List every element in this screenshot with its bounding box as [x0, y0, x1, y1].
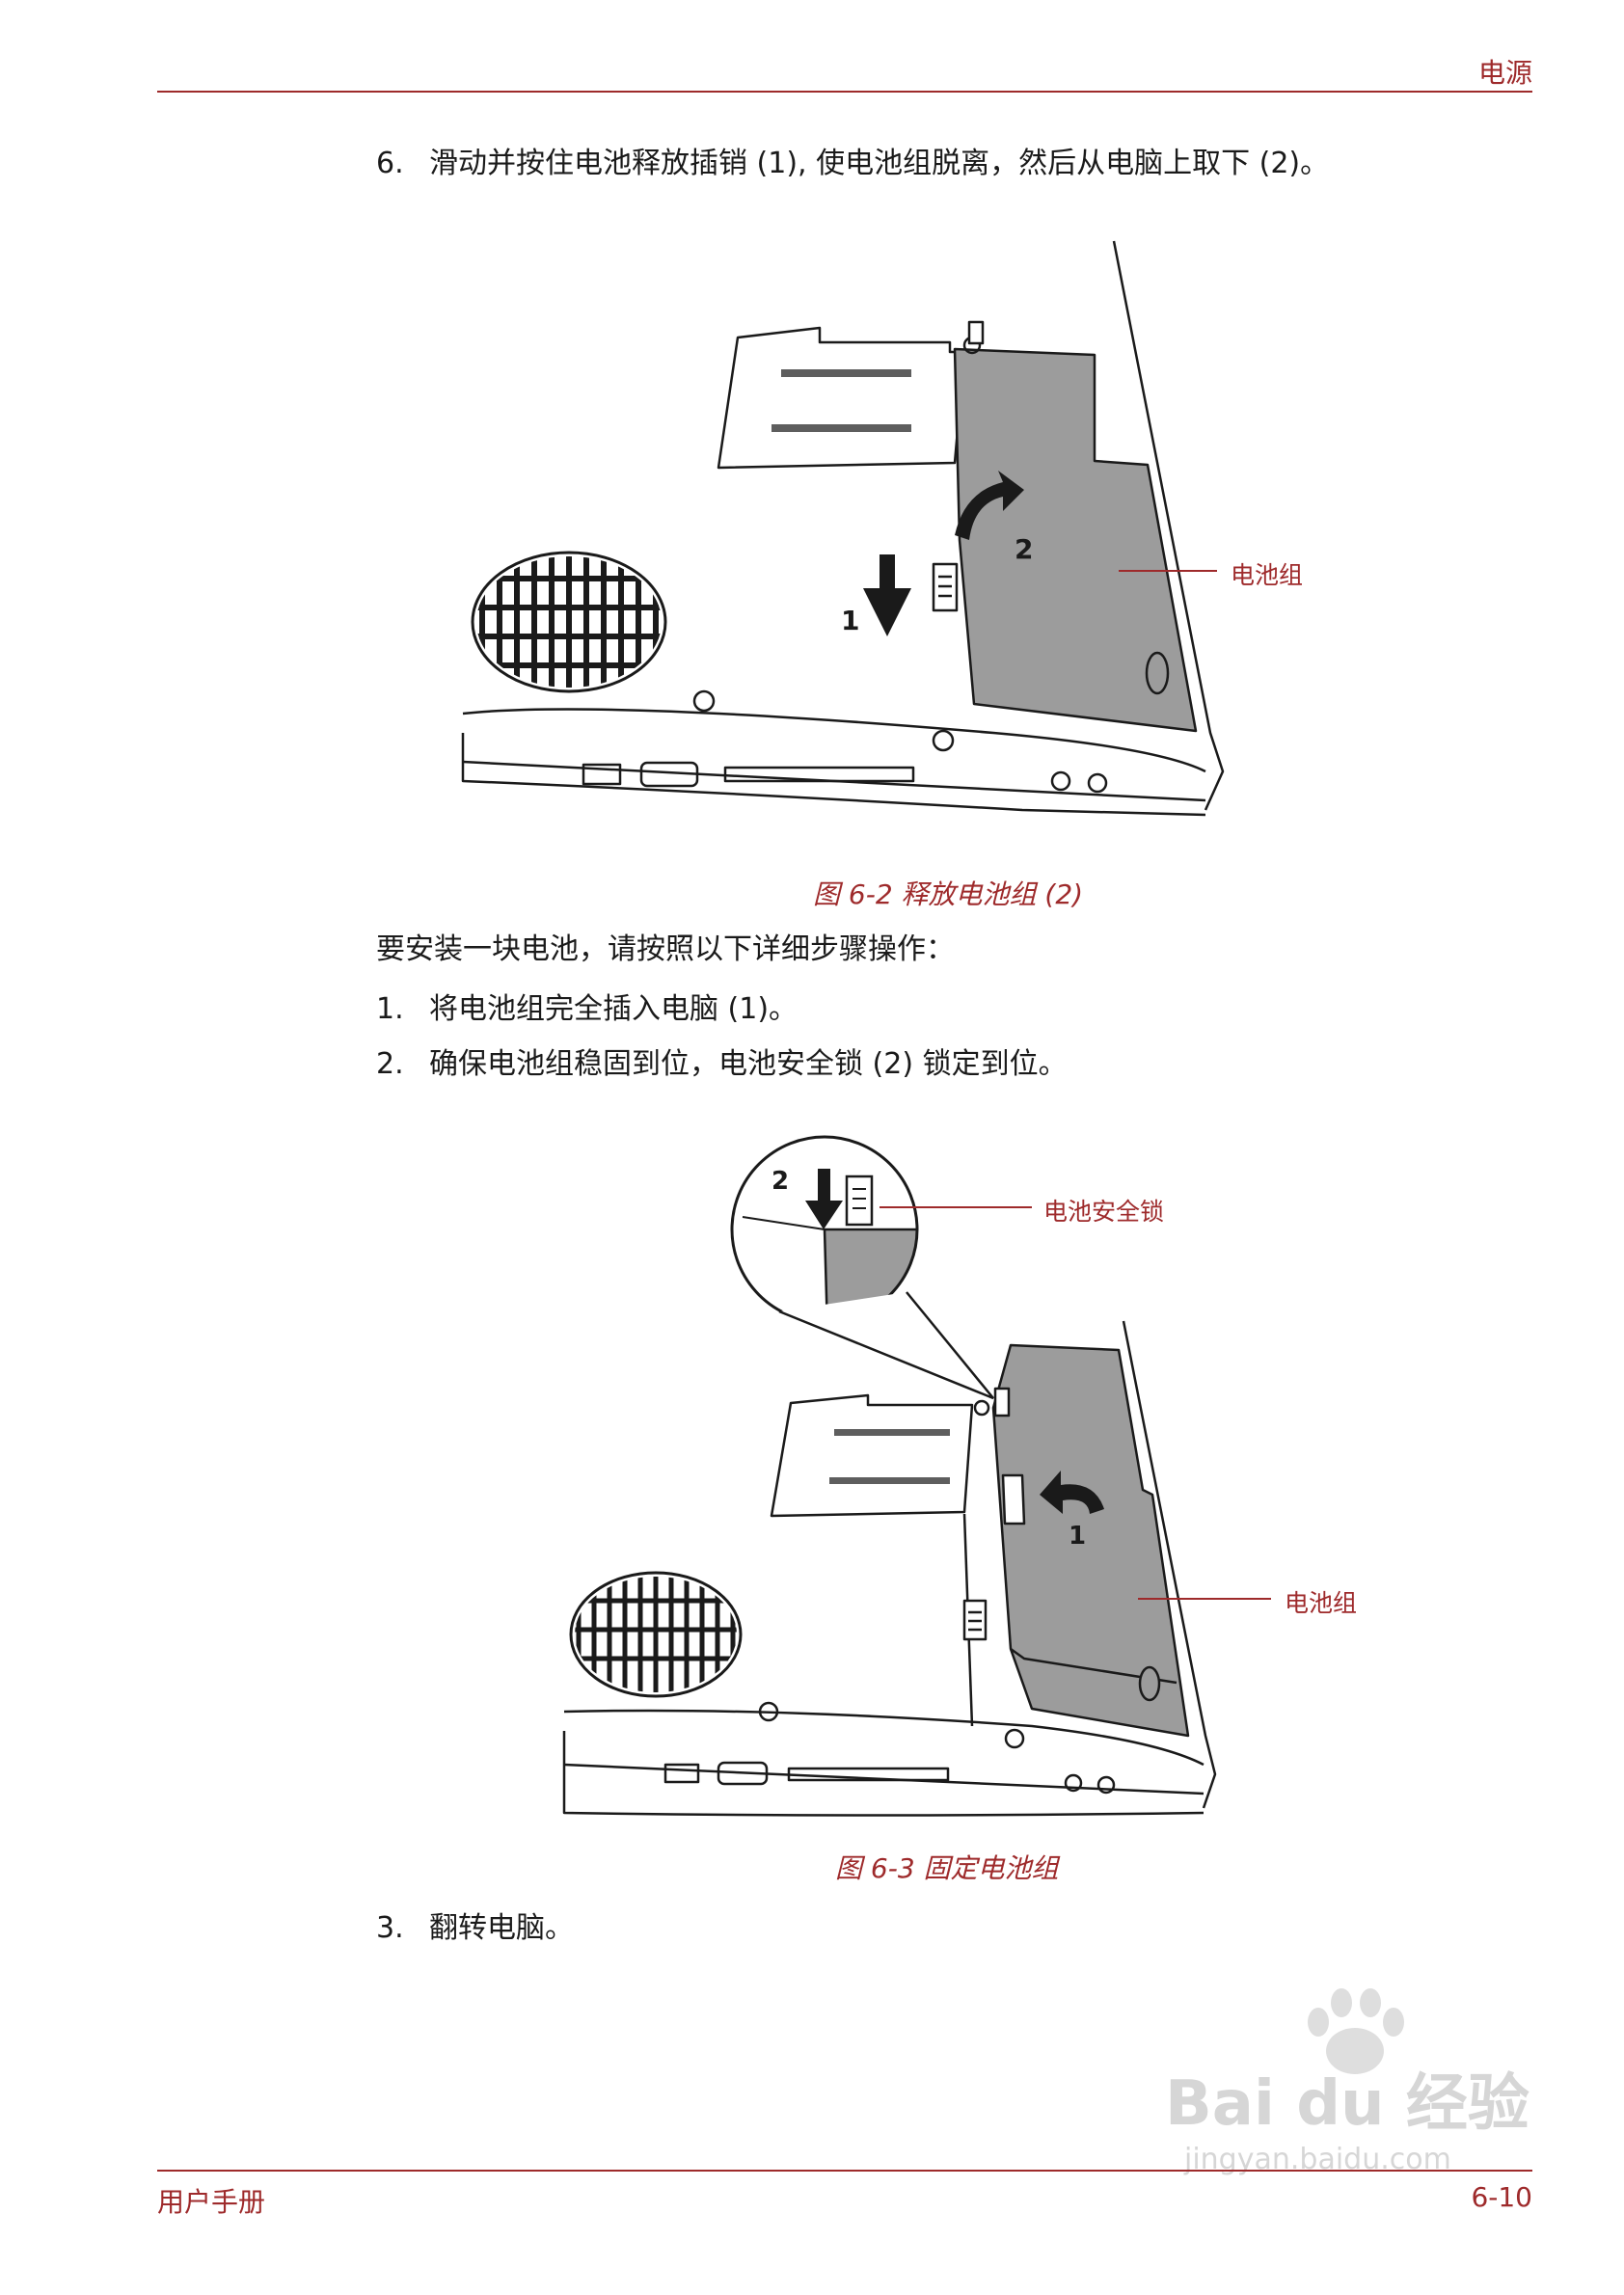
arrow-down-icon — [863, 554, 911, 636]
step-6: 6. 滑动并按住电池释放插销 (1), 使电池组脱离，然后从电脑上取下 (2)。 — [376, 145, 1329, 183]
figure2-caption: 图 6-3 固定电池组 — [835, 1852, 1059, 1884]
figure1-callout-battery: 电池组 — [1231, 561, 1304, 589]
figure2-callout-battery: 电池组 — [1285, 1589, 1358, 1617]
footer-rule — [157, 2170, 1532, 2172]
header-section-title: 电源 — [1477, 57, 1532, 89]
step-2: 2. 确保电池组稳固到位，电池安全锁 (2) 锁定到位。 — [376, 1045, 1068, 1084]
paw-icon — [1308, 1988, 1404, 2074]
figure1-marker-1: 1 — [841, 605, 860, 636]
figure2-marker-2: 2 — [771, 1167, 790, 1196]
step-number: 2. — [376, 1047, 404, 1081]
step-3: 3. 翻转电脑。 — [376, 1909, 574, 1948]
figure2-marker-1: 1 — [1069, 1522, 1087, 1551]
figure1-marker-2: 2 — [1015, 533, 1034, 565]
step-1: 1. 将电池组完全插入电脑 (1)。 — [376, 990, 798, 1029]
install-intro: 要安装一块电池，请按照以下详细步骤操作： — [376, 932, 955, 966]
footer-manual-title: 用户手册 — [157, 2186, 266, 2218]
step-text: 翻转电脑。 — [429, 1911, 574, 1945]
step-number: 1. — [376, 992, 404, 1026]
header-rule — [157, 91, 1532, 93]
step-number: 6. — [376, 147, 404, 180]
lock-arrow-icon — [805, 1169, 843, 1229]
curved-arrow-icon — [1040, 1471, 1104, 1514]
step-text: 滑动并按住电池释放插销 (1), 使电池组脱离，然后从电脑上取下 (2)。 — [429, 147, 1330, 180]
figure2-callout-lock: 电池安全锁 — [1043, 1198, 1165, 1226]
watermark-brand: Bai du 经验 — [1165, 2068, 1529, 2140]
footer-page-number: 6-10 — [1471, 2181, 1532, 2213]
step-text: 将电池组完全插入电脑 (1)。 — [429, 992, 798, 1026]
step-text: 确保电池组稳固到位，电池安全锁 (2) 锁定到位。 — [429, 1047, 1068, 1081]
step-number: 3. — [376, 1911, 404, 1945]
curved-arrow-icon — [955, 471, 1024, 540]
figure1-caption: 图 6-2 释放电池组 (2) — [813, 878, 1084, 910]
